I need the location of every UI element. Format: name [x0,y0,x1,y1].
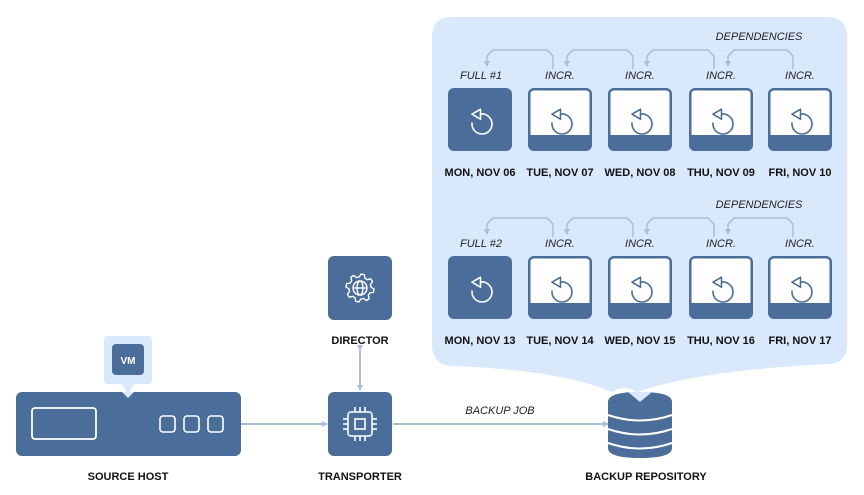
director-node[interactable] [328,256,392,320]
backup-date-label: TUE, NOV 07 [526,167,593,179]
backup-date-label: MON, NOV 06 [445,167,516,179]
backup-date-label: MON, NOV 13 [445,335,516,347]
backup-date-label: WED, NOV 15 [605,335,676,347]
backup-type-label: INCR. [545,238,575,250]
vm-badge[interactable] [112,344,144,375]
incremental-backup-item[interactable]: INCR. TUE, NOV 14 [526,238,594,347]
vm-label: VM [121,356,136,367]
dependency-arrow [725,49,794,69]
server-drive-bay-icon [159,415,176,433]
source-host-label: SOURCE HOST [88,471,169,483]
backup-repository-node[interactable] [607,392,673,458]
transporter-label: TRANSPORTER [318,471,402,483]
server-display-icon [31,407,97,440]
director-label: DIRECTOR [331,335,388,347]
restore-icon [791,108,813,135]
restore-icon [712,276,734,303]
backup-date-label: THU, NOV 09 [687,167,755,179]
incremental-backup-item[interactable]: INCR. THU, NOV 16 [687,238,755,347]
dependencies-label: DEPENDENCIES [716,199,803,211]
backup-job-label: BACKUP JOB [465,405,534,417]
restore-icon [791,276,813,303]
backup-type-label: INCR. [625,238,655,250]
incremental-backup-item[interactable]: INCR. TUE, NOV 07 [526,70,593,179]
restore-icon [631,276,653,303]
backup-date-label: FRI, NOV 17 [769,335,832,347]
backup-chain-2: DEPENDENCIES FULL #2 MON, NOV 13 INCR. TUE, … [445,199,832,347]
dependency-arrow [644,49,715,69]
restore-icon [551,108,573,135]
incremental-backup-item[interactable]: INCR. FRI, NOV 10 [768,70,832,179]
backup-chain-1: DEPENDENCIES FULL #1 MON, NOV 06 INCR. TUE, … [445,31,832,179]
dependency-arrow [564,49,634,69]
restore-icon [471,108,493,135]
backup-type-label: INCR. [706,70,736,82]
gear-globe-icon [345,273,375,303]
backup-repository-label: BACKUP REPOSITORY [585,471,707,483]
backup-type-label: INCR. [785,238,815,250]
dependencies-label: DEPENDENCIES [716,31,803,43]
dependency-arrow [725,217,794,237]
backup-type-label: INCR. [706,238,736,250]
backup-type-label: INCR. [785,70,815,82]
incremental-backup-item[interactable]: INCR. WED, NOV 08 [605,70,676,179]
database-icon [607,392,673,458]
dependency-arrow [564,217,634,237]
server-drive-bay-icon [183,415,200,433]
dependency-arrow [484,49,554,69]
backup-date-label: FRI, NOV 10 [769,167,832,179]
chip-icon [343,407,377,441]
backup-type-label: INCR. [545,70,575,82]
backup-date-label: WED, NOV 08 [605,167,676,179]
restore-icon [471,276,493,303]
dependency-arrow [644,217,715,237]
incremental-backup-item[interactable]: INCR. FRI, NOV 17 [768,238,832,347]
full-backup-item[interactable]: FULL #1 MON, NOV 06 [445,70,516,179]
backup-type-label: FULL #2 [460,238,502,250]
backup-type-label: FULL #1 [460,70,502,82]
backup-date-label: TUE, NOV 14 [526,335,594,347]
server-drive-bay-icon [207,415,224,433]
transporter-node[interactable] [328,392,392,456]
incremental-backup-item[interactable]: INCR. THU, NOV 09 [687,70,755,179]
transporter-box [328,392,392,456]
restore-icon [631,108,653,135]
full-backup-item[interactable]: FULL #2 MON, NOV 13 [445,238,516,347]
restore-icon [551,276,573,303]
dependency-arrow [484,217,554,237]
callout-notch [122,392,134,398]
backup-type-label: INCR. [625,70,655,82]
incremental-backup-item[interactable]: INCR. WED, NOV 15 [605,238,676,347]
source-host[interactable]: VM [16,336,241,456]
restore-icon [712,108,734,135]
backup-date-label: THU, NOV 16 [687,335,755,347]
